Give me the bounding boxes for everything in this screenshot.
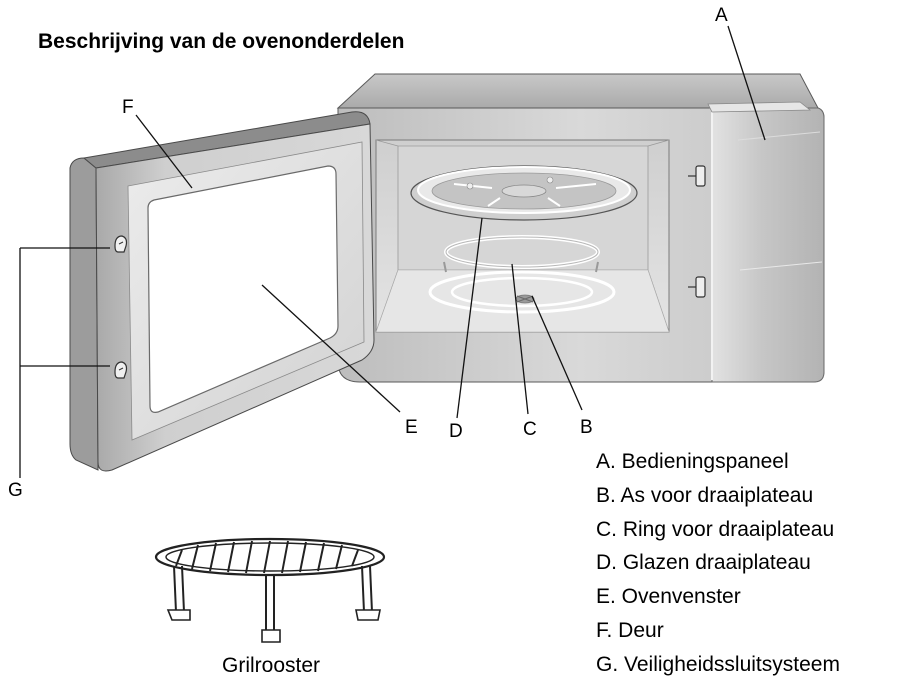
callout-b: B xyxy=(580,417,593,438)
legend-item-g: G. Veiligheidssluitsysteem xyxy=(596,652,840,676)
glass-turntable xyxy=(410,165,638,221)
callout-g: G xyxy=(8,480,23,501)
callout-d: D xyxy=(449,421,463,442)
oven-window xyxy=(147,165,339,413)
parts-legend: A. Bedieningspaneel B. As voor draaiplat… xyxy=(596,445,840,682)
grill-rack-caption: Grilrooster xyxy=(222,654,321,677)
page-title: Beschrijving van de ovenonderdelen xyxy=(38,30,405,53)
callout-f: F xyxy=(122,97,134,118)
roller-ring xyxy=(443,235,600,273)
leader-lines xyxy=(19,25,766,478)
callout-c: C xyxy=(523,419,537,440)
grill-rack xyxy=(154,537,386,643)
legend-item-c: C. Ring voor draaiplateau xyxy=(596,517,835,541)
turntable-shaft xyxy=(515,294,535,304)
legend-item-a: A. Bedieningspaneel xyxy=(596,450,789,473)
callout-e: E xyxy=(405,417,418,438)
callout-a: A xyxy=(715,5,728,26)
safety-interlock-hook-bottom xyxy=(114,361,128,379)
legend-item-e: E. Ovenvenster xyxy=(596,585,741,609)
legend-item-f: F. Deur xyxy=(596,618,664,642)
legend-item-d: D. Glazen draaiplateau xyxy=(596,551,811,575)
oven-door xyxy=(69,111,375,472)
legend-item-b: B. As voor draaiplateau xyxy=(596,483,814,507)
safety-interlock-hook-top xyxy=(114,235,128,253)
oven-cavity xyxy=(375,139,670,333)
